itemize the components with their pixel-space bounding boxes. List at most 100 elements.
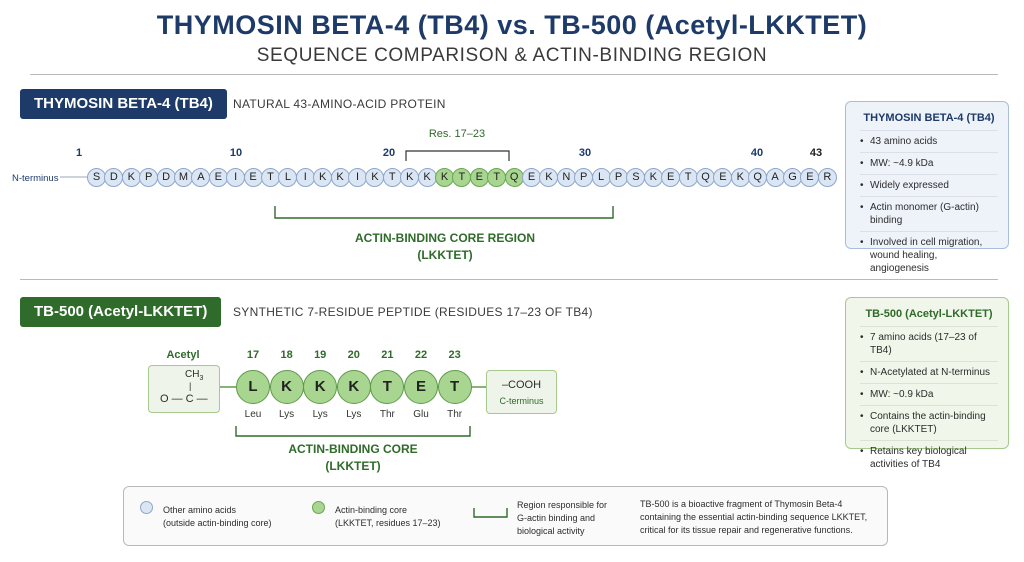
tb500-description: SYNTHETIC 7-RESIDUE PEPTIDE (RESIDUES 17… [233, 305, 593, 319]
acetyl-label: Acetyl [166, 349, 200, 361]
tb500-residue: E [404, 370, 438, 404]
tb500-residue: K [303, 370, 338, 404]
info-list-item: MW: ~0.9 kDa [860, 383, 998, 405]
legend-region: Region responsible for G-actin binding a… [517, 500, 608, 536]
tb4-residue: M [174, 168, 193, 187]
core-region-label: ACTIN-BINDING CORE REGION [355, 231, 535, 245]
tb4-residue: D [156, 168, 176, 187]
info-list-item: 43 amino acids [860, 130, 998, 152]
tb500-residue: K [336, 370, 371, 404]
tb500-badge: TB-500 (Acetyl-LKKTET) [20, 297, 222, 327]
position-label-30: 30 [578, 147, 592, 159]
acetyl-bond: | [189, 381, 192, 391]
tb4-residue: T [487, 168, 507, 187]
tb4-residue: S [626, 168, 646, 187]
tb4-residue: L [278, 168, 298, 187]
legend-note: TB-500 is a bioactive fragment of Thymos… [640, 499, 868, 535]
page-subtitle: SEQUENCE COMPARISON & ACTIN-BINDING REGI… [256, 45, 768, 66]
tb4-residue: K [330, 168, 350, 187]
tb500-residue-name: Glu [413, 409, 429, 420]
tb4-residue: T [382, 168, 402, 187]
tb4-residue: A [765, 168, 785, 187]
cooh-box: –COOH C-terminus [486, 370, 557, 414]
tb500-residue-number: 17 [246, 349, 260, 361]
section-divider [20, 279, 998, 280]
tb4-residue: K [539, 168, 559, 187]
tb500-info-title: TB-500 (Acetyl-LKKTET) [865, 308, 993, 320]
tb4-residue: E [661, 168, 681, 187]
tb500-core-sequence: (LKKTET) [325, 459, 381, 473]
tb4-residue: I [295, 168, 315, 187]
core-region-sequence: (LKKTET) [417, 248, 473, 262]
page-title: THYMOSIN BETA-4 (TB4) vs. TB-500 (Acetyl… [156, 10, 868, 40]
tb500-residue: T [370, 370, 405, 404]
tb4-residue: T [452, 168, 472, 187]
tb4-residue: T [678, 168, 698, 187]
region-bracket-icon [473, 508, 508, 518]
tb4-residue: P [139, 168, 159, 187]
tb4-residue: E [208, 168, 228, 187]
cooh-label: –COOH [501, 379, 542, 391]
tb4-residue: Q [748, 168, 768, 187]
tb4-residue: E [243, 168, 263, 187]
c-terminus-label: C-terminus [499, 396, 544, 406]
tb4-residue: P [609, 168, 628, 187]
tb4-residue: L [591, 168, 611, 187]
info-list-item: Contains the actin-binding core (LKKTET) [860, 405, 998, 440]
tb500-residue-name: Thr [447, 409, 463, 420]
info-list-item: N-Acetylated at N-terminus [860, 361, 998, 383]
info-list-item: Involved in cell migration, wound healin… [860, 231, 998, 279]
tb4-residue: I [348, 168, 367, 187]
acetyl-formula: O — C — [160, 393, 208, 405]
tb500-residue: L [236, 370, 270, 404]
tb500-core-bracket [235, 426, 471, 437]
tb4-residue: R [817, 168, 837, 187]
legend-core: Actin-binding core (LKKTET, residues 17–… [335, 505, 441, 528]
tb4-residue: K [400, 168, 420, 187]
residues-17-23-label: Res. 17–23 [428, 128, 486, 140]
tb4-residue: S [87, 168, 106, 187]
info-list-item: MW: ~4.9 kDa [860, 152, 998, 174]
tb500-residue-number: 19 [314, 349, 327, 361]
legend-box: Other amino acids (outside actin-binding… [123, 486, 888, 546]
tb4-residue: T [261, 168, 280, 187]
acetyl-ch3: CH3 [185, 369, 204, 382]
header-divider [30, 74, 998, 75]
tb500-residue-number: 20 [347, 349, 360, 361]
info-list-item: 7 amino acids (17–23 of TB4) [860, 326, 998, 361]
tb500-residue-number: 22 [414, 349, 428, 361]
tb500-residue-name: Thr [379, 409, 395, 420]
position-label-10: 10 [229, 147, 243, 159]
tb4-info-box: THYMOSIN BETA-4 (TB4) 43 amino acidsMW: … [845, 101, 1009, 274]
top-bracket [405, 150, 510, 161]
tb4-residue: D [104, 168, 124, 187]
tb500-core-label: ACTIN-BINDING CORE [288, 442, 418, 456]
n-terminus-label: N-terminus [12, 173, 59, 184]
tb4-residue: E [713, 168, 733, 187]
tb4-residue: K [121, 168, 141, 187]
other-amino-acid-swatch [140, 501, 153, 514]
tb500-info-list: 7 amino acids (17–23 of TB4)N-Acetylated… [860, 326, 998, 475]
tb4-residue: K [435, 168, 454, 187]
tb4-residue: K [365, 168, 385, 187]
info-list-item: Actin monomer (G-actin) binding [860, 196, 998, 231]
tb500-residue: T [437, 370, 472, 404]
tb4-description: NATURAL 43-AMINO-ACID PROTEIN [233, 97, 446, 111]
tb4-residue: K [313, 168, 333, 187]
position-label-43: 43 [809, 147, 823, 159]
tb4-residue: A [191, 168, 211, 187]
tb4-residue: Q [696, 168, 715, 187]
tb4-residue: Q [504, 168, 524, 187]
tb4-residue: I [226, 168, 246, 187]
tb4-residue: E [800, 168, 820, 187]
tb4-badge: THYMOSIN BETA-4 (TB4) [20, 89, 227, 119]
tb500-residue-name: Lys [346, 409, 362, 420]
core-amino-acid-swatch [312, 501, 325, 514]
tb500-residue-number: 18 [280, 349, 293, 361]
tb4-info-title: THYMOSIN BETA-4 (TB4) [863, 112, 995, 124]
tb4-residue: P [574, 168, 594, 187]
tb4-info-list: 43 amino acidsMW: ~4.9 kDaWidely express… [860, 130, 998, 279]
acetyl-group-box: CH3 | O — C — [148, 365, 220, 413]
